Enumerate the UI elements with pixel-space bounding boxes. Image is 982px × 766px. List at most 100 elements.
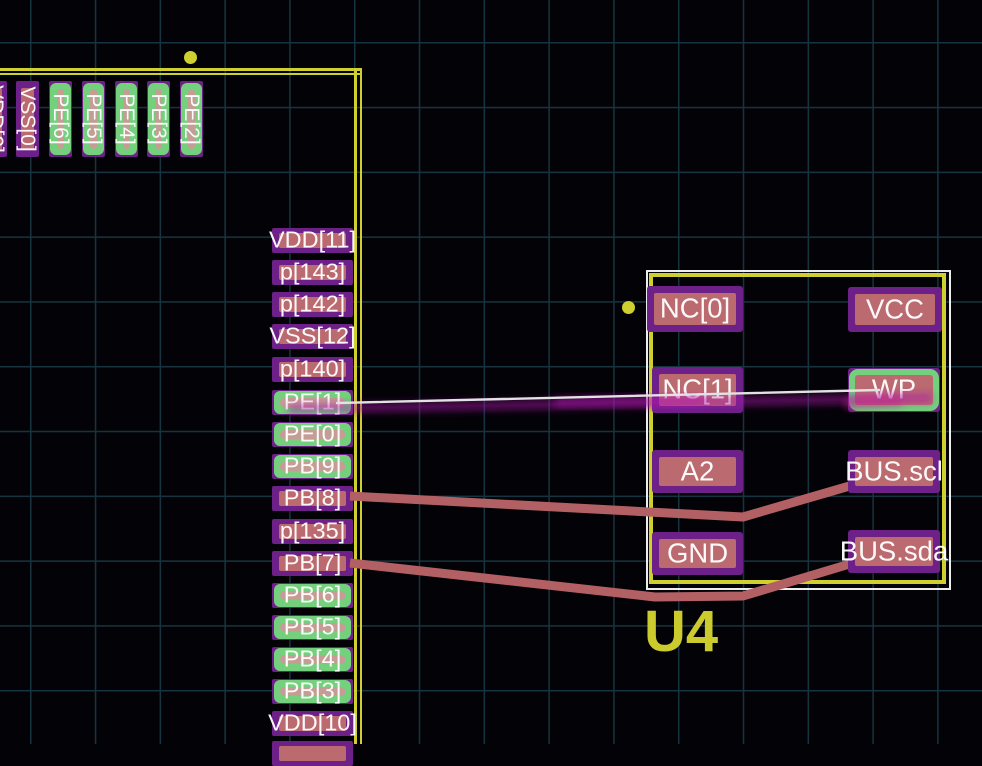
pad-a2[interactable]: A2 (652, 450, 743, 493)
pin-label: PE[5] (82, 93, 105, 145)
pin-label: PB[4] (283, 644, 342, 671)
pin-vss0[interactable]: VSS[0] (16, 81, 39, 157)
pad-copper (855, 294, 935, 325)
pin-label: PB[8] (283, 483, 342, 510)
net-glow-bright (554, 395, 706, 407)
pin-pb5[interactable]: PB[5] (272, 612, 353, 640)
pad-label: BUS.sda (839, 535, 949, 567)
pad-copper (280, 398, 345, 407)
ratsnest-layer (349, 480, 855, 602)
pin-pe2[interactable]: PE[2] (180, 81, 203, 157)
pad-copper (279, 524, 346, 539)
pad-label: A2 (680, 455, 715, 487)
pad-copper (280, 623, 345, 632)
pin-label: PE[4] (115, 93, 138, 145)
pin-pb8[interactable]: PB[8] (272, 483, 353, 511)
pin-label: PB[7] (283, 548, 342, 575)
pad-copper (855, 537, 933, 566)
u4-refdes-label[interactable]: U4 (644, 599, 719, 664)
pad-copper (279, 265, 346, 280)
pin-p142[interactable]: p[142] (272, 289, 353, 317)
pin-label: PE[0] (283, 419, 342, 446)
pad-copper (280, 591, 345, 600)
pad-copper (279, 362, 346, 377)
pin-label: p[143] (279, 257, 346, 284)
pad-copper (280, 655, 345, 664)
pad-copper (0, 88, 2, 150)
pin-label: p[142] (279, 289, 346, 316)
pin-label: VDD[11] (268, 225, 357, 252)
pad-copper (279, 556, 346, 571)
origin-dot-top[interactable] (184, 51, 197, 64)
pin-label: p[140] (279, 354, 346, 381)
pad-copper (280, 462, 345, 471)
pad-copper (279, 297, 346, 312)
airwire-pb8-busscl[interactable] (349, 480, 855, 522)
pin-pb7[interactable]: PB[7] (272, 548, 353, 576)
pin-pe3[interactable]: PE[3] (147, 81, 170, 157)
pin-vdd10[interactable]: VDD[10] (268, 710, 357, 736)
pad-copper (123, 89, 130, 149)
pin-pb3[interactable]: PB[3] (272, 676, 353, 704)
pin-label: PE[2] (180, 93, 203, 145)
airwire-pe1-wp[interactable] (335, 388, 881, 405)
pad-copper (654, 293, 736, 325)
pad-nc0[interactable]: NC[0] (647, 286, 743, 332)
pin-label: PE[6] (49, 93, 72, 145)
pad-copper (90, 89, 97, 149)
pin-label: PB[9] (283, 451, 342, 478)
pin-pb6[interactable]: PB[6] (272, 580, 353, 608)
pad-label: VCC (865, 293, 925, 325)
pad-bussda[interactable]: BUS.sda (840, 530, 948, 573)
pad-copper (279, 233, 346, 248)
pin-p135[interactable]: p[135] (272, 516, 353, 544)
pin-pe0[interactable]: PE[0] (272, 419, 353, 447)
pad-busscl[interactable]: BUS.scl (845, 450, 943, 493)
pin-label: PB[5] (283, 612, 342, 639)
pin-label: VSS[0] (16, 86, 39, 152)
pad-copper (280, 430, 345, 439)
pin-p140[interactable]: p[140] (272, 354, 353, 382)
pad-label: BUS.scl (845, 455, 943, 487)
u4-bounding-box (646, 270, 951, 590)
pin-label: VDD[10] (268, 708, 357, 735)
pin-pe6[interactable]: PE[6] (49, 81, 72, 157)
pin-pb9[interactable]: PB[9] (272, 451, 353, 479)
pin-vdd0[interactable]: VDD[0] (0, 81, 7, 157)
pad-copper (279, 746, 346, 761)
pad-label: NC[0] (659, 292, 731, 324)
pad-copper (280, 687, 345, 696)
pin-pb4[interactable]: PB[4] (272, 644, 353, 672)
pin-vdd11[interactable]: VDD[11] (268, 225, 357, 253)
highlighted-net-layer (287, 388, 933, 414)
net-glow-wp (844, 396, 903, 409)
pad-copper (279, 716, 346, 731)
left-outline-top-inner (0, 72, 362, 75)
pin-partial-bottom[interactable] (272, 741, 353, 766)
pin-label: p[135] (279, 516, 346, 543)
pin-p143[interactable]: p[143] (272, 257, 353, 285)
pad-copper (155, 89, 162, 149)
pad-copper (279, 491, 346, 506)
pin-label: PE[3] (147, 93, 170, 145)
pin-label: PB[6] (283, 580, 342, 607)
pad-copper (188, 89, 195, 149)
pad-copper (279, 329, 346, 344)
pad-label: GND (666, 537, 729, 569)
airwire-pb7-bussda[interactable] (349, 558, 855, 602)
pad-copper (659, 539, 736, 568)
pad-copper (57, 89, 64, 149)
pad-copper (659, 457, 736, 486)
pin-pe5[interactable]: PE[5] (82, 81, 105, 157)
pad-gnd[interactable]: GND (652, 532, 743, 575)
pin-vss12[interactable]: VSS[12] (269, 323, 356, 349)
pin-label: VDD[0] (0, 85, 7, 153)
pin-label: PB[3] (283, 676, 342, 703)
origin-dot-u4[interactable] (622, 301, 635, 314)
pad-copper (855, 457, 933, 486)
pad-vcc[interactable]: VCC (848, 287, 942, 332)
left-outline-top-outer (0, 68, 362, 71)
pad-copper (21, 88, 34, 150)
pin-pe4[interactable]: PE[4] (115, 81, 138, 157)
